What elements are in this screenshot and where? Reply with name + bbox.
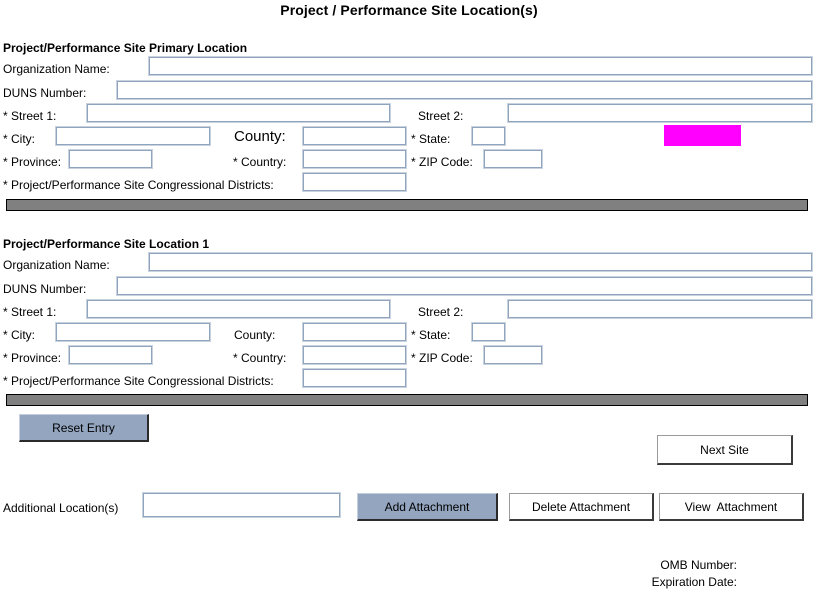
city-label: * City: (3, 328, 36, 342)
country-input[interactable] (302, 149, 407, 169)
page-title: Project / Performance Site Location(s) (280, 2, 538, 18)
zip-label: * ZIP Code: (411, 351, 473, 365)
expiration-date-label: Expiration Date: (651, 575, 737, 589)
additional-locations-input[interactable] (142, 492, 341, 518)
organization-name-input[interactable] (148, 252, 813, 272)
organization-name-label: Organization Name: (3, 62, 110, 76)
province-input[interactable] (68, 149, 153, 169)
state-input[interactable] (471, 322, 506, 342)
duns-number-input[interactable] (116, 276, 813, 296)
congressional-districts-label: * Project/Performance Site Congressional… (3, 178, 274, 192)
add-attachment-button[interactable]: Add Attachment (357, 493, 498, 521)
country-input[interactable] (302, 345, 407, 365)
omb-number-label: OMB Number: (660, 558, 737, 572)
section-header-primary: Project/Performance Site Primary Locatio… (3, 41, 248, 55)
street2-input[interactable] (507, 299, 813, 319)
duns-number-label: DUNS Number: (3, 282, 87, 296)
delete-attachment-button[interactable]: Delete Attachment (509, 493, 654, 521)
street1-input[interactable] (86, 299, 391, 319)
next-site-button[interactable]: Next Site (657, 435, 793, 465)
province-input[interactable] (68, 345, 153, 365)
country-label: * Country: (233, 155, 287, 169)
zip-input[interactable] (483, 149, 543, 169)
organization-name-input[interactable] (148, 56, 813, 76)
city-label: * City: (3, 132, 36, 146)
street2-label: Street 2: (418, 305, 464, 319)
province-label: * Province: (3, 351, 62, 365)
state-input[interactable] (471, 126, 506, 146)
street1-label: * Street 1: (3, 305, 57, 319)
duns-number-label: DUNS Number: (3, 86, 87, 100)
city-input[interactable] (55, 322, 211, 342)
organization-name-label: Organization Name: (3, 258, 110, 272)
section-header-location-1: Project/Performance Site Location 1 (3, 237, 210, 251)
country-label: * Country: (233, 351, 287, 365)
county-label: County: (234, 328, 276, 342)
view-attachment-button[interactable]: View Attachment (659, 493, 804, 521)
section-divider-1 (6, 199, 808, 211)
zip-label: * ZIP Code: (411, 155, 473, 169)
congressional-districts-input[interactable] (302, 368, 407, 388)
street2-label: Street 2: (418, 109, 464, 123)
duns-number-input[interactable] (116, 80, 813, 100)
congressional-districts-input[interactable] (302, 172, 407, 192)
street1-label: * Street 1: (3, 109, 57, 123)
province-label: * Province: (3, 155, 62, 169)
county-input[interactable] (302, 322, 407, 342)
additional-locations-label: Additional Location(s) (3, 501, 119, 515)
street2-input[interactable] (507, 103, 813, 123)
highlight-block (664, 125, 741, 146)
reset-entry-button[interactable]: Reset Entry (19, 414, 149, 442)
county-input[interactable] (302, 126, 407, 146)
congressional-districts-label: * Project/Performance Site Congressional… (3, 374, 274, 388)
state-label: * State: (411, 328, 451, 342)
zip-input[interactable] (483, 345, 543, 365)
county-label: County: (234, 128, 286, 145)
section-divider-2 (6, 394, 808, 406)
city-input[interactable] (55, 126, 211, 146)
street1-input[interactable] (86, 103, 391, 123)
state-label: * State: (411, 132, 451, 146)
